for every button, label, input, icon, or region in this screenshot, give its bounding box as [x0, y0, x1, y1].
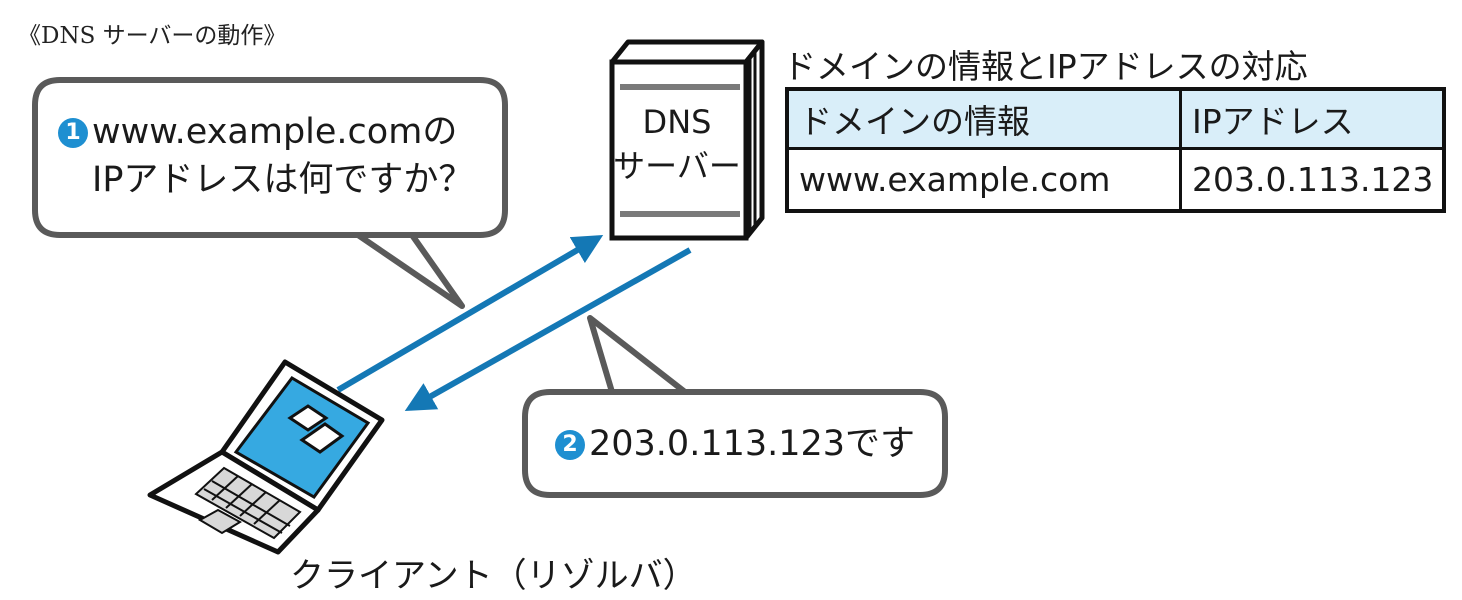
response-bubble — [522, 315, 948, 498]
request-bubble — [32, 77, 508, 309]
request-line1: www.example.comの — [92, 112, 458, 152]
server-label-line2: サーバー — [613, 147, 741, 185]
table-title: ドメインの情報とIPアドレスの対応 — [783, 47, 1308, 86]
server-label-line1: DNS — [642, 103, 712, 141]
request-line2: IPアドレスは何ですか？ — [92, 160, 474, 200]
domain-ip-table: ドメインの情報 IPアドレス www.example.com 203.0.113… — [785, 87, 1446, 213]
step-number-badge: 1 — [58, 118, 88, 148]
cell-ip: 203.0.113.123 — [1179, 147, 1446, 213]
table-row: www.example.com 203.0.113.123 — [785, 147, 1446, 213]
query-arrow — [336, 234, 604, 393]
step-number-badge: 2 — [555, 430, 585, 460]
column-header-domain: ドメインの情報 — [785, 87, 1182, 150]
column-header-ip: IPアドレス — [1179, 87, 1446, 150]
diagram-caption: 《DNS サーバーの動作》 — [18, 23, 287, 49]
server-label: DNS サーバー — [612, 100, 742, 188]
response-arrow — [404, 247, 692, 411]
server-icon — [609, 39, 765, 241]
client-label: クライアント（リゾルバ） — [290, 556, 697, 596]
table-header-row: ドメインの情報 IPアドレス — [785, 87, 1446, 150]
cell-domain: www.example.com — [785, 147, 1182, 213]
laptop-icon — [147, 359, 385, 555]
response-text: 203.0.113.123です — [589, 424, 916, 464]
